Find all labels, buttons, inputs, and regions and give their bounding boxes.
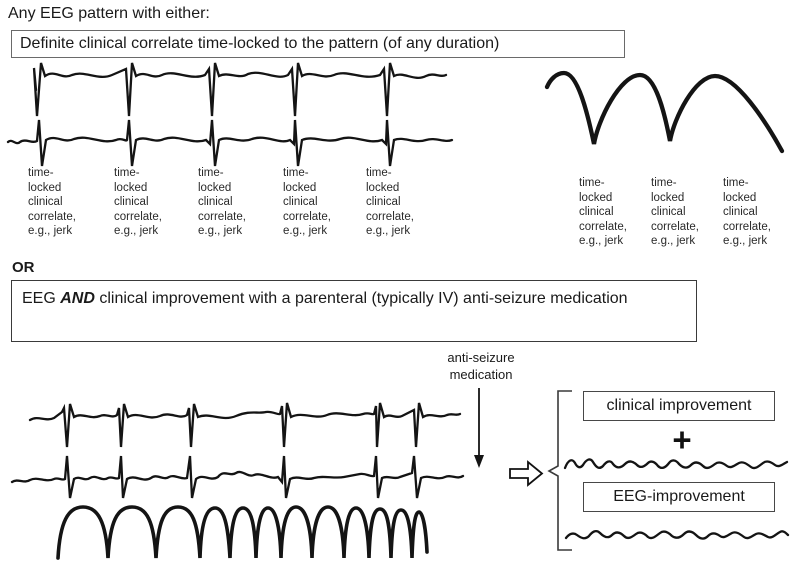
- plus-sign: +: [672, 421, 692, 458]
- spike-label-2: time- locked clinical correlate, e.g., j…: [114, 167, 162, 238]
- rhythmic-arc-train-icon: [56, 505, 429, 560]
- figure-title: Any EEG pattern with either:: [8, 5, 210, 22]
- right-arrow-icon: [509, 460, 544, 487]
- criterion1-box: Definite clinical correlate time-locked …: [11, 30, 625, 58]
- grouping-brace-icon: [547, 390, 572, 551]
- or-label: OR: [12, 259, 35, 276]
- eeg-improvement-box: EEG-improvement: [583, 482, 775, 512]
- wave-label-2: time- locked clinical correlate, e.g., j…: [651, 177, 699, 248]
- down-arrow-icon: [474, 388, 484, 468]
- improved-eeg-wave-icon-2: [564, 529, 790, 540]
- eeg-trace-irregular-spikes-icon: [10, 402, 465, 499]
- criterion1-box-label: Definite clinical correlate time-locked …: [20, 35, 500, 52]
- rhythmic-delta-wave-icon: [544, 70, 785, 154]
- criterion2-box: EEG AND clinical improvement with a pare…: [11, 280, 697, 342]
- wave-label-3: time- locked clinical correlate, e.g., j…: [723, 177, 771, 248]
- improved-eeg-wave-icon-1: [563, 458, 789, 470]
- clinical-improvement-label: clinical improvement: [606, 397, 752, 414]
- spike-label-4: time- locked clinical correlate, e.g., j…: [283, 167, 331, 238]
- wave-label-1: time- locked clinical correlate, e.g., j…: [579, 177, 627, 248]
- eeg-trace-periodic-spikes-icon: [6, 62, 454, 167]
- eeg-improvement-label: EEG-improvement: [613, 488, 745, 505]
- criterion2-text-pre: EEG: [22, 290, 61, 307]
- clinical-improvement-box: clinical improvement: [583, 391, 775, 421]
- spike-label-3: time- locked clinical correlate, e.g., j…: [198, 167, 246, 238]
- criterion2-text-and: AND: [60, 290, 95, 307]
- spike-label-1: time- locked clinical correlate, e.g., j…: [28, 167, 76, 238]
- criterion2-text-post: clinical improvement with a parenteral (…: [94, 290, 628, 307]
- spike-label-5: time- locked clinical correlate, e.g., j…: [366, 167, 414, 238]
- medication-label: anti-seizure medication: [447, 350, 515, 382]
